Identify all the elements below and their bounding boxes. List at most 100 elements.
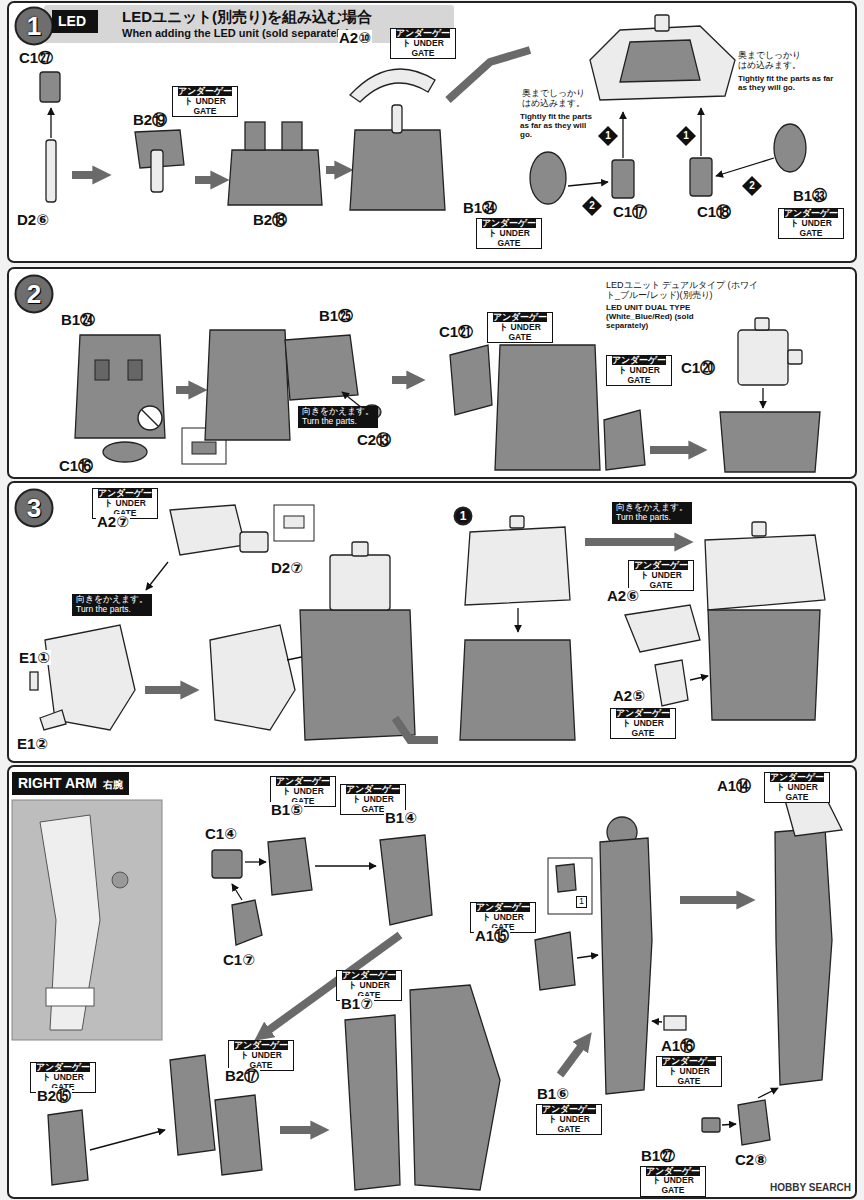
step1-parts (590, 26, 735, 100)
section-tag: LED (52, 10, 98, 33)
part-number: B1㉔ (60, 312, 96, 327)
under-gate-tag: アンダーゲート UNDER GATE (390, 28, 456, 59)
node-text: Turn the parts. (302, 417, 374, 427)
step1-parts (245, 122, 265, 150)
step3-parts (708, 610, 820, 720)
right-arm-parts (280, 1126, 320, 1134)
step3-parts (240, 532, 268, 552)
step2-parts (392, 376, 416, 384)
step3-parts (274, 505, 314, 541)
step1-parts (690, 158, 712, 196)
part-number: C2⑬ (356, 432, 392, 447)
under-gate-tag: アンダーゲート UNDER GATE (778, 208, 844, 239)
step1-parts (72, 171, 102, 179)
step-panels (8, 268, 856, 478)
step3-parts (585, 538, 684, 546)
node-text: 2 (589, 201, 595, 211)
right-arm-parts (232, 884, 242, 900)
section-header: RIGHT ARM右腕 (12, 772, 129, 795)
under-gate-tag: アンダーゲート UNDER GATE (228, 1040, 294, 1071)
step3-parts (210, 625, 295, 730)
step-number-shape (16, 276, 53, 313)
step2-parts (285, 335, 358, 400)
fit-note: 奥までしっかり はめ込みます。 (738, 50, 812, 71)
step1-parts (716, 158, 774, 176)
step-panels (8, 482, 856, 762)
step3-parts (146, 562, 168, 590)
step1-parts (622, 112, 623, 158)
step2-parts (176, 386, 198, 394)
part-number: A1⑯ (660, 1038, 696, 1053)
step1-parts (228, 150, 322, 205)
right-arm-parts (775, 828, 832, 1085)
step1-parts (568, 182, 608, 186)
right-arm-parts (215, 1095, 262, 1175)
option-note: LEDユニット デュアルタイプ (ホワイト_ブルー/レッド)(別売り) (606, 280, 766, 301)
step3-parts (395, 718, 438, 740)
step1-parts (350, 69, 435, 102)
step1-parts (46, 140, 56, 202)
order-marker-shape (742, 176, 762, 196)
part-number: B1⑦ (340, 996, 374, 1011)
step2-parts (75, 318, 820, 472)
node-text: 向きをかえます。 (76, 595, 148, 605)
node-text: 向きをかえます。 (302, 407, 374, 417)
step-number-shape (16, 490, 53, 527)
node-text: Turn the parts. (616, 513, 688, 523)
step1-parts (40, 72, 60, 102)
step1-parts (282, 122, 302, 150)
under-gate-tag: アンダーゲート UNDER GATE (656, 1056, 722, 1087)
right-arm-parts (556, 864, 576, 892)
step2-parts (192, 442, 216, 454)
step3-parts (30, 505, 825, 740)
right-arm-parts (40, 815, 100, 1030)
under-gate-tag: アンダーゲート UNDER GATE (640, 1166, 706, 1197)
step3-parts (517, 608, 518, 632)
part-number: A1⑭ (716, 778, 752, 793)
step2-parts (450, 345, 492, 415)
right-arm-parts (48, 1110, 88, 1185)
under-gate-tag: アンダーゲート UNDER GATE (487, 312, 553, 343)
part-number: B1㉝ (792, 188, 828, 203)
under-gate-tag: アンダーゲート UNDER GATE (606, 355, 672, 386)
right-arm-parts (702, 1118, 720, 1132)
part-number: D2⑥ (16, 212, 50, 227)
node-text: 1 (27, 13, 41, 39)
step2-parts (138, 406, 162, 430)
right-arm-parts (12, 796, 842, 1190)
step2-parts (75, 335, 165, 438)
node-text: Turn the parts. (76, 605, 148, 615)
part-number: B2⑱ (252, 212, 288, 227)
node-text: 2 (749, 181, 755, 191)
step2-parts (604, 410, 645, 470)
part-number: C1④ (204, 826, 238, 841)
step1-parts (774, 124, 806, 172)
heading: LEDユニット(別売り)を組み込む場合 (122, 8, 372, 27)
right-arm-parts (600, 838, 652, 1094)
step3-parts (752, 522, 766, 536)
part-number: C1㉗ (18, 50, 54, 65)
step2-parts (738, 330, 788, 385)
order-marker-shape (598, 126, 618, 146)
step1-parts (612, 160, 634, 198)
node-text: RIGHT ARM (18, 775, 97, 792)
part-number: C2⑧ (734, 1152, 768, 1167)
right-arm-parts (46, 988, 94, 1006)
step2-parts (788, 350, 802, 364)
part-number: A2⑥ (606, 588, 640, 603)
under-gate-tag: アンダーゲート UNDER GATE (628, 560, 694, 591)
right-arm-parts (170, 1055, 215, 1155)
under-gate-tag: アンダーゲート UNDER GATE (536, 1104, 602, 1135)
right-arm-parts (577, 955, 598, 958)
step3-parts (465, 527, 570, 605)
under-gate-tag: アンダーゲート UNDER GATE (476, 218, 542, 249)
node-text: 1 (460, 510, 467, 522)
step3-parts (170, 505, 245, 555)
watermark: HOBBY SEARCH (770, 1182, 851, 1193)
step2-parts (103, 442, 147, 462)
part-number: B1⑥ (536, 1086, 570, 1101)
part-number: B2⑮ (36, 1088, 72, 1103)
right-arm-parts (245, 861, 266, 862)
fit-note: Tightly fit the parts as far as they wil… (520, 112, 594, 140)
